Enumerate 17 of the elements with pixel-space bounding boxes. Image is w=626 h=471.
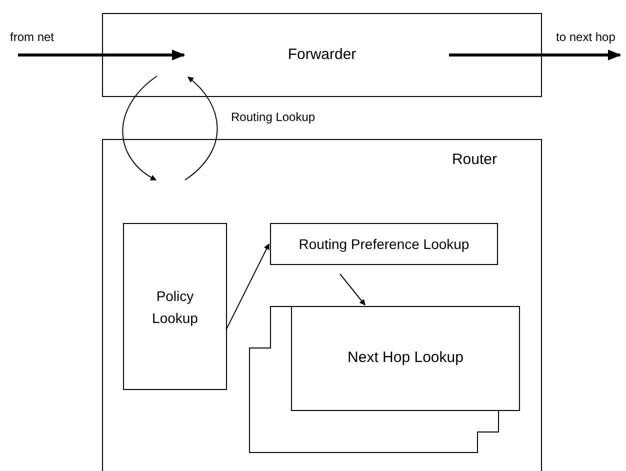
box-label: Next Hop Lookup	[348, 348, 464, 368]
arrow	[340, 274, 366, 306]
process-box	[102, 13, 542, 97]
arrow	[226, 243, 270, 330]
process-box	[102, 139, 542, 471]
box-label: Forwarder	[288, 44, 356, 65]
arrow	[449, 50, 622, 60]
box-label: to next hop	[556, 29, 616, 46]
box-label: Policy Lookup	[151, 286, 199, 328]
box-label: Routing Preference Lookup	[298, 234, 470, 254]
process-box	[123, 223, 227, 390]
arrow	[184, 76, 218, 180]
box-label: from net	[10, 29, 54, 46]
process-box	[270, 223, 498, 265]
arrow	[122, 76, 158, 180]
arrow	[18, 50, 186, 60]
box-label: Router	[452, 150, 497, 170]
